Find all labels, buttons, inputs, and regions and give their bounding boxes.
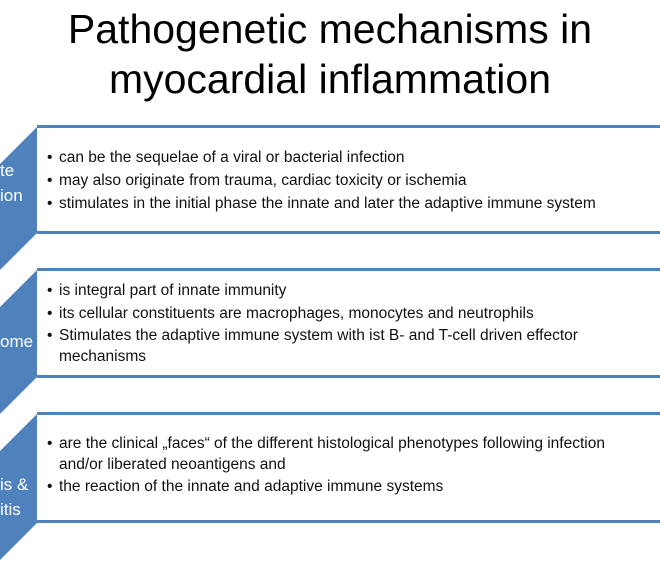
bullet-continuation: mechanisms xyxy=(59,348,146,365)
chevron-3 xyxy=(0,414,37,560)
section-label-2: ome xyxy=(0,332,34,351)
page-title: Pathogenetic mechanisms in myocardial in… xyxy=(67,6,593,102)
bullet: are the clinical „faces“ of the differen… xyxy=(47,433,660,454)
bullet: the reaction of the innate and adaptive … xyxy=(47,475,660,498)
section-box-1: can be the sequelae of a viral or bacter… xyxy=(37,125,660,234)
bullet: can be the sequelae of a viral or bacter… xyxy=(47,146,660,169)
section-label-3: is & itis xyxy=(0,475,29,519)
bullet: may also originate from trauma, cardiac … xyxy=(47,169,660,192)
bullet: stimulates in the initial phase the inna… xyxy=(47,192,660,215)
chevron-2 xyxy=(0,270,37,414)
bullet: Stimulates the adaptive immune system wi… xyxy=(47,325,660,347)
section-label-1: te ion xyxy=(0,161,23,205)
section-box-2: is integral part of innate immunity its … xyxy=(37,268,660,378)
section-box-3: are the clinical „faces“ of the differen… xyxy=(37,412,660,523)
bullet: is integral part of innate immunity xyxy=(47,279,660,302)
bullet: its cellular constituents are macrophage… xyxy=(47,302,660,325)
chevron-1 xyxy=(0,127,37,270)
bullet-continuation: and/or liberated neoantigens and xyxy=(59,456,286,473)
